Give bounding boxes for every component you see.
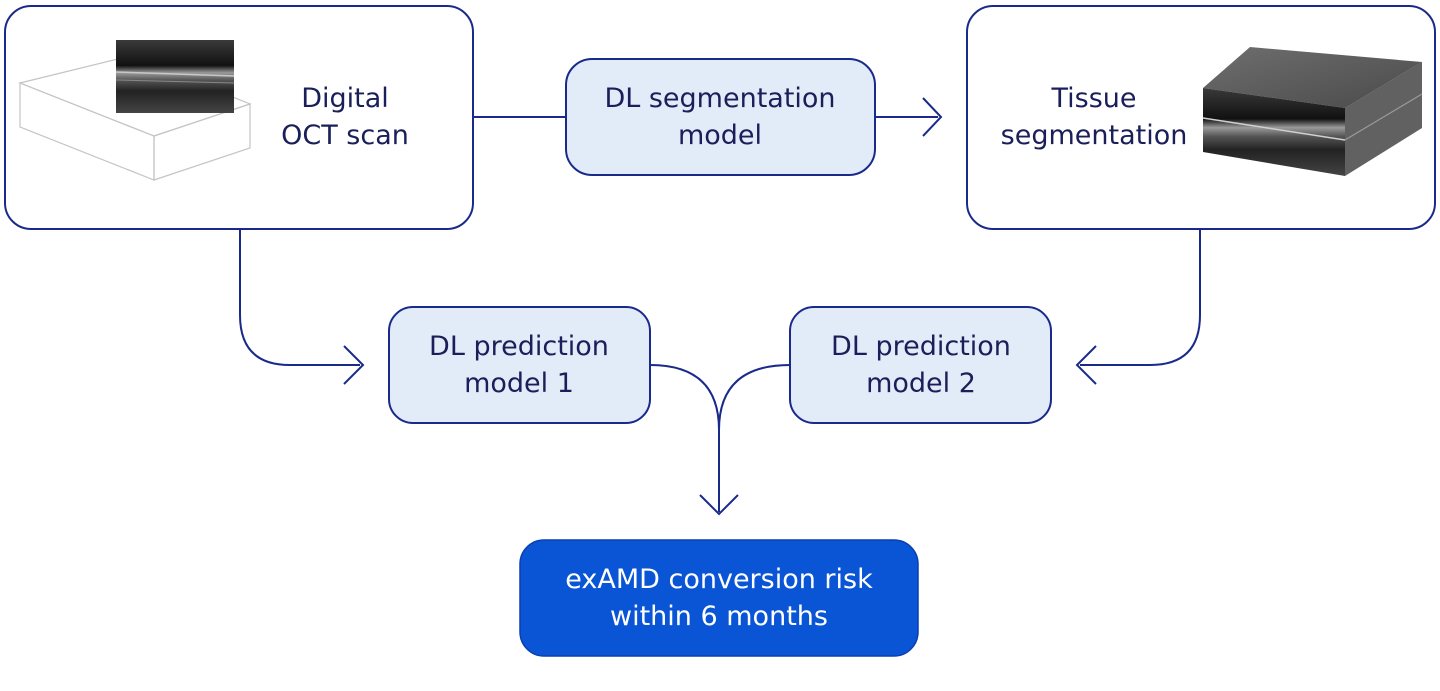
tissue-volume-icon (1202, 47, 1423, 176)
digital-oct-label-line2: OCT scan (281, 120, 409, 151)
dl-prediction-1-box (388, 306, 651, 424)
dl-segmentation-box (565, 58, 876, 176)
dl-segmentation-label-line2: model (678, 120, 762, 151)
arrowhead-to-prediction1 (343, 345, 365, 385)
dl-prediction-1-label-line2: model 1 (464, 368, 574, 399)
node-dl-prediction-model-2: DL prediction model 2 (789, 306, 1052, 424)
arrowhead-to-output (699, 494, 739, 516)
dl-prediction-2-label-line2: model 2 (866, 368, 976, 399)
connector-prediction1-merge (649, 364, 720, 431)
connector-prediction2-merge (718, 364, 791, 431)
arrowhead-to-tissue (922, 97, 943, 137)
digital-oct-label-line1: Digital (301, 83, 389, 114)
tissue-segmentation-label-line1: Tissue (1050, 83, 1136, 114)
output-box (519, 539, 919, 657)
arrowhead-to-prediction2 (1075, 345, 1097, 385)
dl-segmentation-label-line1: DL segmentation (604, 83, 835, 114)
dl-prediction-2-label-line1: DL prediction (831, 331, 1011, 362)
oct-scan-volume-icon (18, 40, 252, 181)
dl-prediction-1-label-line1: DL prediction (429, 331, 609, 362)
node-examd-conversion-risk: exAMD conversion risk within 6 months (519, 539, 919, 657)
dl-prediction-2-box (789, 306, 1052, 424)
node-dl-prediction-model-1: DL prediction model 1 (388, 306, 651, 424)
connector-oct-to-prediction1 (239, 230, 360, 366)
node-tissue-segmentation: Tissue segmentation (966, 5, 1436, 230)
output-label-line2: within 6 months (610, 601, 828, 632)
output-label-line1: exAMD conversion risk (565, 564, 873, 595)
node-dl-segmentation-model: DL segmentation model (565, 58, 876, 176)
node-digital-oct-scan: Digital OCT scan (4, 5, 474, 230)
tissue-segmentation-label-line2: segmentation (1001, 120, 1188, 151)
digital-oct-box (4, 5, 474, 230)
connectors (239, 97, 1201, 516)
connector-tissue-to-prediction2 (1080, 230, 1201, 366)
